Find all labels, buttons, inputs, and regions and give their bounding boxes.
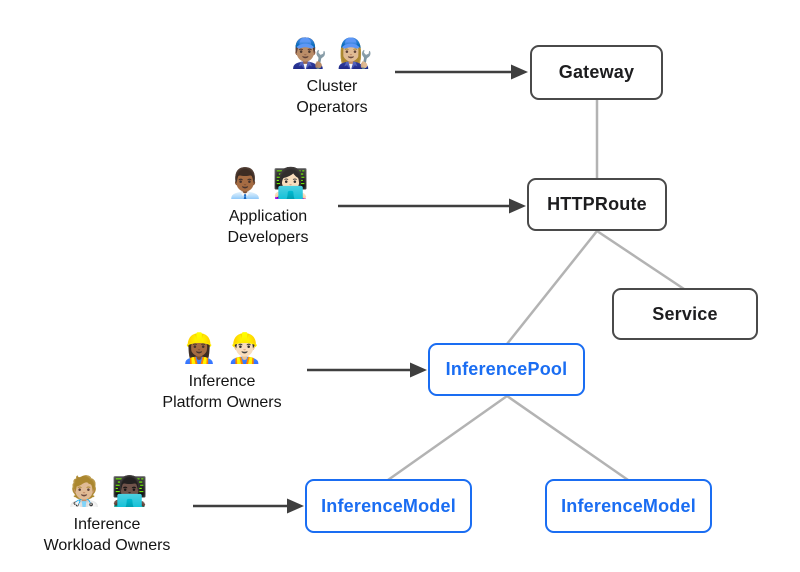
connector-inferencepool-inferencemodel-2 xyxy=(506,394,629,482)
persona-cluster-operators: 👨🏽‍🔧 👩🏼‍🔧 Cluster Operators xyxy=(232,34,432,118)
persona-label: Inference Platform Owners xyxy=(162,373,282,411)
arrow-cluster-operators-to-gateway xyxy=(395,64,528,80)
node-inferencemodel-2: InferenceModel xyxy=(545,479,712,533)
workload-owners-emoji-icon: 🧑🏼‍⚕️ 👨🏿‍💻 xyxy=(66,474,148,508)
persona-label: Cluster Operators xyxy=(296,78,368,116)
persona-inference-workload-owners: 🧑🏼‍⚕️ 👨🏿‍💻 Inference Workload Owners xyxy=(7,472,207,556)
node-label: Service xyxy=(652,303,718,324)
node-label: Gateway xyxy=(558,62,635,82)
mechanics-emoji-icon: 👨🏽‍🔧 👩🏼‍🔧 xyxy=(291,36,373,70)
node-label: InferenceModel xyxy=(321,495,456,516)
node-gateway: Gateway xyxy=(530,45,663,100)
arrow-application-developers-to-httproute xyxy=(338,198,526,214)
developers-emoji-icon: 👨🏾‍💼 👩🏻‍💻 xyxy=(227,166,309,200)
arrowhead-icon xyxy=(410,362,427,378)
construction-workers-emoji-icon: 👷🏾‍♀️ 👷🏻‍♂️ xyxy=(181,331,263,365)
connector-httproute-inferencepool xyxy=(506,230,598,345)
arrowhead-icon xyxy=(509,198,526,214)
node-label: InferenceModel xyxy=(561,495,696,516)
arrow-inference-workload-owners-to-inferencemodel xyxy=(193,498,304,514)
persona-label: Inference Workload Owners xyxy=(43,516,171,554)
persona-application-developers: 👨🏾‍💼 👩🏻‍💻 Application Developers xyxy=(168,164,368,248)
node-inferencemodel-1: InferenceModel xyxy=(305,479,472,533)
arrowhead-icon xyxy=(511,64,528,80)
arrowhead-icon xyxy=(287,498,304,514)
arrow-inference-platform-owners-to-inferencepool xyxy=(307,362,427,378)
node-httproute: HTTPRoute xyxy=(527,178,667,231)
node-service: Service xyxy=(612,288,758,340)
persona-inference-platform-owners: 👷🏾‍♀️ 👷🏻‍♂️ Inference Platform Owners xyxy=(122,329,322,413)
node-label: InferencePool xyxy=(445,359,568,379)
connector-inferencepool-inferencemodel-1 xyxy=(387,394,508,482)
persona-label: Application Developers xyxy=(227,208,309,246)
connector-httproute-service xyxy=(596,229,685,291)
node-label: HTTPRoute xyxy=(547,194,647,214)
node-inferencepool: InferencePool xyxy=(428,343,585,396)
